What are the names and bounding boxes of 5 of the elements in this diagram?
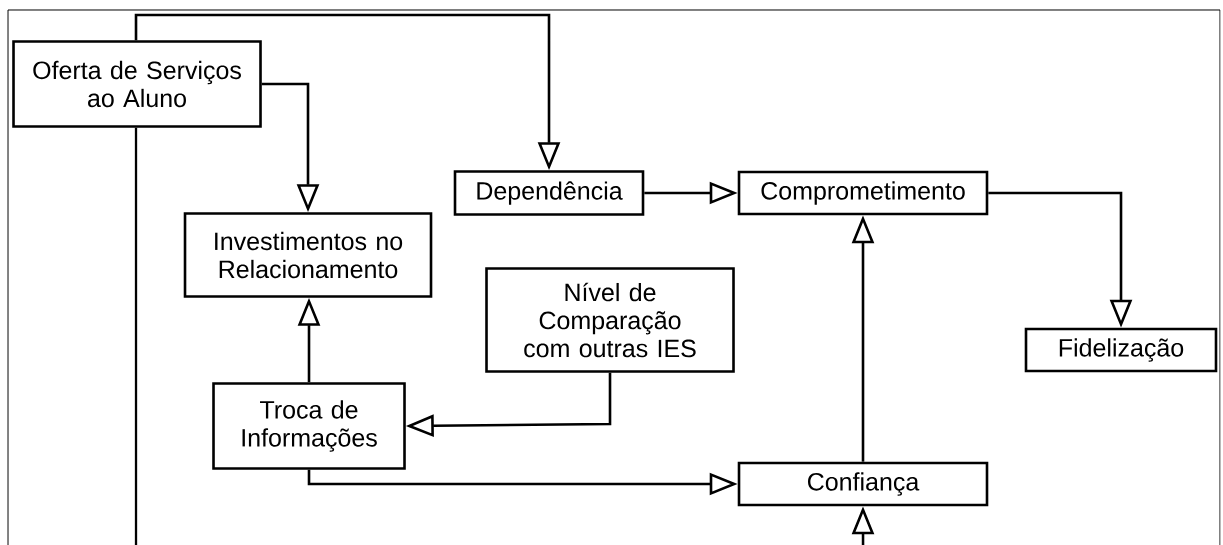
process-box: Investimentos no Relacionamento (183, 212, 433, 298)
process-box: Troca de Informações (212, 382, 406, 470)
process-box: Oferta de Serviços ao Aluno (12, 40, 262, 128)
process-box: Nível de Comparação com outras IES (485, 267, 735, 373)
process-box: Dependência (453, 170, 645, 216)
